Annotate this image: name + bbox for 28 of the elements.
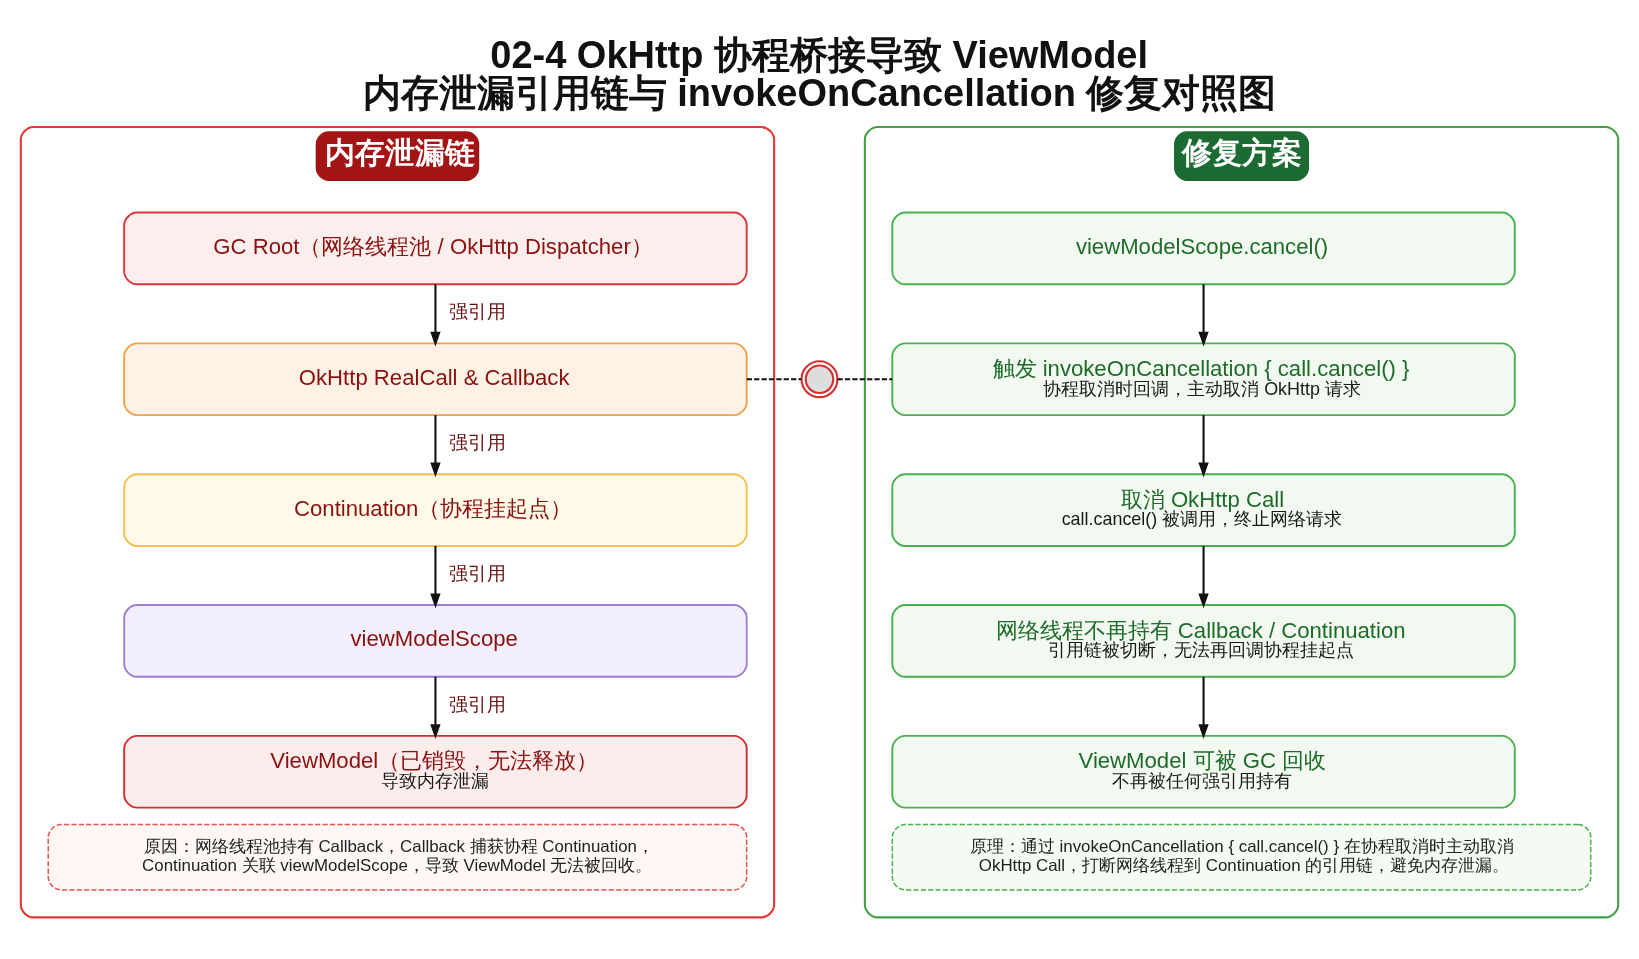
arrow bbox=[430, 414, 441, 477]
arrow bbox=[1198, 676, 1209, 739]
edge-label: 强引用 bbox=[448, 431, 506, 453]
node-box: 原理：通过 invokeOnCancellation { call.cancel() } 在协程取消时主动取消 OkHttp Call，打断网络线程到 Continuation 的引用链，避免内存泄漏。 bbox=[891, 823, 1592, 891]
edge-label: 强引用 bbox=[448, 300, 506, 322]
node-box: 网络线程不再持有 Callback / Continuation 引用链被切断，无法再回调协程挂起点 bbox=[891, 603, 1516, 678]
edge-label: 强引用 bbox=[448, 693, 506, 715]
node-box: OkHttp RealCall & Callback bbox=[123, 341, 748, 416]
node-box: 取消 OkHttp Call call.cancel() 被调用，终止网络请求 bbox=[891, 472, 1516, 547]
arrow bbox=[1198, 414, 1209, 477]
node-picture bbox=[800, 359, 839, 398]
node-box: 触发 invokeOnCancellation { call.cancel() } 协程取消时回调，主动取消 OkHttp 请求 bbox=[891, 341, 1516, 416]
node-box: viewModelScope bbox=[123, 603, 748, 678]
node-box: ViewModel 可被 GC 回收 不再被任何强引用持有 bbox=[891, 734, 1516, 809]
node-box: 原因：网络线程池持有 Callback，Callback 捕获协程 Continuation，Continuation 关联 viewModelScope，导致 ViewModel 无法被回收。 bbox=[47, 823, 748, 891]
arrow bbox=[430, 283, 441, 346]
arrow bbox=[430, 545, 441, 608]
edge-label: 强引用 bbox=[448, 562, 506, 584]
node-box: viewModelScope.cancel() bbox=[891, 211, 1516, 285]
arrow bbox=[1198, 283, 1209, 346]
arrow bbox=[430, 676, 441, 739]
node-box: GC Root（网络线程池 / OkHttp Dispatcher） bbox=[123, 211, 748, 285]
node-box: ViewModel（已销毁，无法释放） 导致内存泄漏 bbox=[123, 734, 748, 809]
connector bbox=[837, 377, 893, 380]
diagram-title: 02-4 OkHttp 协程桥接导致 ViewModel 内存泄漏引用链与 invokeOnCancellation 修复对照图 bbox=[362, 33, 1277, 114]
arrow bbox=[1198, 545, 1209, 608]
node-box: Continuation（协程挂起点） bbox=[123, 472, 748, 547]
connector bbox=[746, 377, 802, 380]
